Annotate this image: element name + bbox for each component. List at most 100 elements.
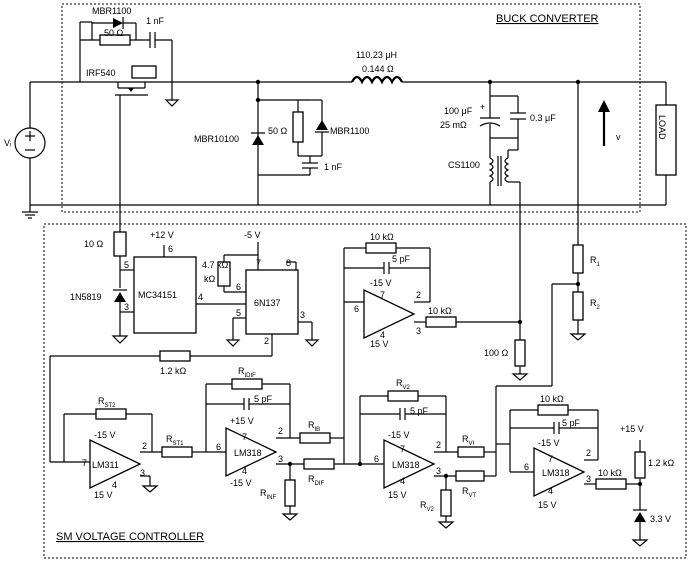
comparator-pin3: 3	[140, 468, 145, 478]
voltage-amp-ic-label: LM318	[392, 460, 420, 470]
cap-value-label: 100 μF	[444, 106, 473, 116]
res-1k2-symbol	[159, 350, 191, 362]
r1-label: R1	[590, 255, 601, 268]
opto-pin-6: 6	[236, 282, 241, 292]
current-amp-pin6: 6	[354, 304, 359, 314]
mosfet-symbol	[80, 65, 160, 232]
opto-supply-label: -5 V	[244, 230, 261, 240]
comparator-pin4: 4	[112, 480, 117, 490]
r-idif-label: RIDIF	[238, 366, 256, 379]
reference-feedback-res: 10 kΩ	[540, 394, 564, 404]
differentiator-vpos: +15 V	[230, 416, 254, 426]
current-amp-vneg: -15 V	[370, 278, 392, 288]
reference-zener-label: 3.3 V	[650, 514, 671, 524]
opto-ic-label: 6N137	[254, 298, 281, 308]
comparator-vpos: 15 V	[94, 490, 113, 500]
res-1k2-label: 1.2 kΩ	[160, 366, 187, 376]
reference-zener-res: 1.2 kΩ	[648, 458, 675, 468]
opto-pin-8: 8	[286, 258, 291, 268]
opto-pin-5: 5	[236, 308, 241, 318]
inductor-symbol	[351, 75, 403, 85]
differentiator-pin4: 4	[242, 466, 247, 476]
opto-pin-3: 3	[300, 310, 305, 320]
comparator-pin2: 2	[142, 441, 147, 451]
sm-controller-border	[43, 223, 687, 559]
cap-plus-sign: +	[480, 102, 485, 112]
driver-ic-box[interactable]	[133, 256, 197, 334]
reference-supply: +15 V	[620, 424, 644, 434]
load-label: LOAD	[657, 115, 667, 140]
voltage-amp-pin4: 4	[400, 476, 405, 486]
buck-converter-title: BUCK CONVERTER	[496, 13, 599, 25]
driver-pin-4: 4	[198, 292, 203, 302]
differentiator-vneg: -15 V	[230, 478, 252, 488]
current-amp-input-res: 10 kΩ	[428, 306, 452, 316]
output-divider	[495, 244, 587, 444]
snubber-cap-label: 1 nF	[146, 16, 165, 26]
comparator-vneg: -15 V	[94, 430, 116, 440]
snubber2-resistor-symbol	[292, 111, 304, 143]
r-ib-label: RIB	[308, 420, 320, 433]
sm-controller-title: SM VOLTAGE CONTROLLER	[56, 531, 204, 543]
differentiator-pin7: 7	[242, 432, 247, 442]
driver-pin-5: 5	[124, 260, 129, 270]
voltage-amp-pin6: 6	[374, 454, 379, 464]
differentiator-pin6: 6	[216, 442, 221, 452]
differentiator-pin3: 3	[278, 454, 283, 464]
inductor-resistance-label: 0.144 Ω	[362, 64, 394, 74]
driver-pin-3: 3	[124, 302, 129, 312]
driver-vcc-label: +12 V	[150, 230, 174, 240]
gate-diode-label: 1N5819	[70, 292, 102, 302]
reference-feedback-cap: 5 pF	[562, 418, 581, 428]
driver-pin-6: 6	[168, 244, 173, 254]
differentiator-cap-label: 5 pF	[254, 394, 273, 404]
cap-small-label: 0.3 μF	[530, 113, 556, 123]
voltage-amp-pin2: 2	[436, 440, 441, 450]
opto-resistor-symbol	[217, 254, 258, 293]
snubber2-resistor-label: 50 Ω	[268, 126, 288, 136]
current-amp-pin4: 4	[380, 330, 385, 340]
snubber2-cap-label: 1 nF	[324, 162, 343, 172]
gate-resistor-symbol	[111, 231, 134, 344]
gate-resistor-label: 10 Ω	[84, 239, 104, 249]
cap-esr-label: 25 mΩ	[440, 120, 467, 130]
reference-pin6: 6	[524, 462, 529, 472]
r2-label: R2	[590, 298, 601, 311]
r-v2b-label: RV2	[420, 500, 435, 513]
comparator-ic-label: LM311	[92, 460, 119, 470]
snubber-diode-label: MBR1100	[92, 6, 131, 16]
mosfet-label: IRF540	[86, 68, 116, 78]
reference-pin2: 2	[586, 448, 591, 458]
freewheel-diode-branch	[251, 82, 329, 205]
reference-vneg: -15 V	[538, 438, 560, 448]
snubber-diode-symbol	[113, 18, 123, 28]
differentiator-pin2: 2	[278, 426, 283, 436]
r-ndif-label: RINF	[260, 488, 277, 501]
voltage-amp-vpos: 15 V	[388, 490, 407, 500]
reference-amp-opamp	[496, 404, 649, 547]
snubber-resistor-label: 50 Ω	[104, 28, 124, 38]
buck-converter-border	[61, 3, 641, 213]
driver-ic-label: MC34151	[138, 290, 177, 300]
differentiator-opamp	[205, 378, 360, 521]
opto-pin-7: 7	[256, 258, 261, 268]
opto-resistor-unit: kΩ	[204, 274, 216, 284]
r-st1-label: RST1	[166, 434, 184, 447]
reference-vpos: 15 V	[538, 500, 557, 510]
opto-pin-2: 2	[264, 336, 269, 346]
output-voltage-label: v	[616, 132, 621, 142]
ground-symbol	[22, 205, 38, 219]
current-amp-pin7: 7	[380, 290, 385, 300]
current-amp-feedback-cap: 5 pF	[392, 254, 411, 264]
mosfet-snubber	[79, 17, 180, 107]
reference-ic-label: LM318	[542, 468, 570, 478]
voltage-amp-cap-label: 5 pF	[410, 406, 429, 416]
reference-pin3: 3	[586, 474, 591, 484]
reference-pin4: 4	[548, 486, 553, 496]
reference-pin7: 7	[548, 454, 553, 464]
current-amp-load-res: 100 Ω	[484, 348, 509, 358]
reference-input-res: 10 kΩ	[598, 468, 622, 478]
load-box	[655, 104, 677, 176]
r-dif-label: RDIF	[308, 474, 325, 487]
opto-ic-box[interactable]	[245, 269, 299, 335]
